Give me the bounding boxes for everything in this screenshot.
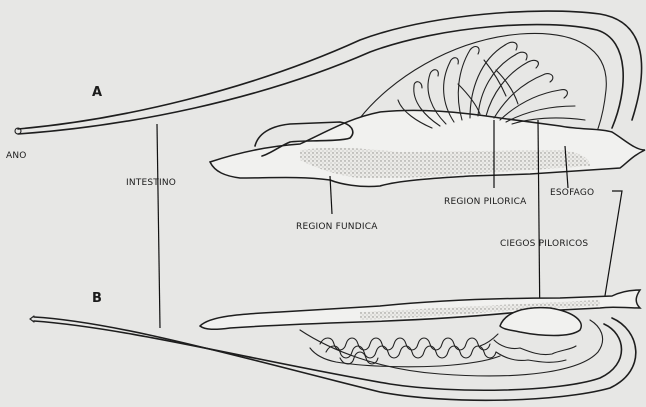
label-ano: ANO	[6, 151, 27, 161]
pyloric-caeca-a	[398, 42, 585, 128]
intestine-a-mid	[18, 25, 623, 134]
diagram-a	[15, 11, 645, 334]
label-region-pilorica: REGION PILORICA	[444, 197, 527, 207]
label-region-fundica: REGION FUNDICA	[296, 222, 378, 232]
panel-label-b: B	[92, 291, 102, 306]
leader-esofago-bracket	[603, 191, 622, 308]
label-ciegos-piloricos: CIEGOS PILORICOS	[500, 239, 588, 249]
label-intestino: INTESTINO	[126, 178, 176, 188]
anus-b	[30, 316, 34, 322]
label-esofago: ESOFAGO	[550, 188, 594, 198]
leader-intestino	[157, 124, 160, 328]
panel-label-a: A	[92, 85, 102, 100]
pyloric-caeca-b	[310, 334, 576, 367]
leader-fundica-a	[330, 176, 332, 214]
intestine-a-outer	[18, 11, 642, 129]
diagram-b	[30, 290, 640, 400]
